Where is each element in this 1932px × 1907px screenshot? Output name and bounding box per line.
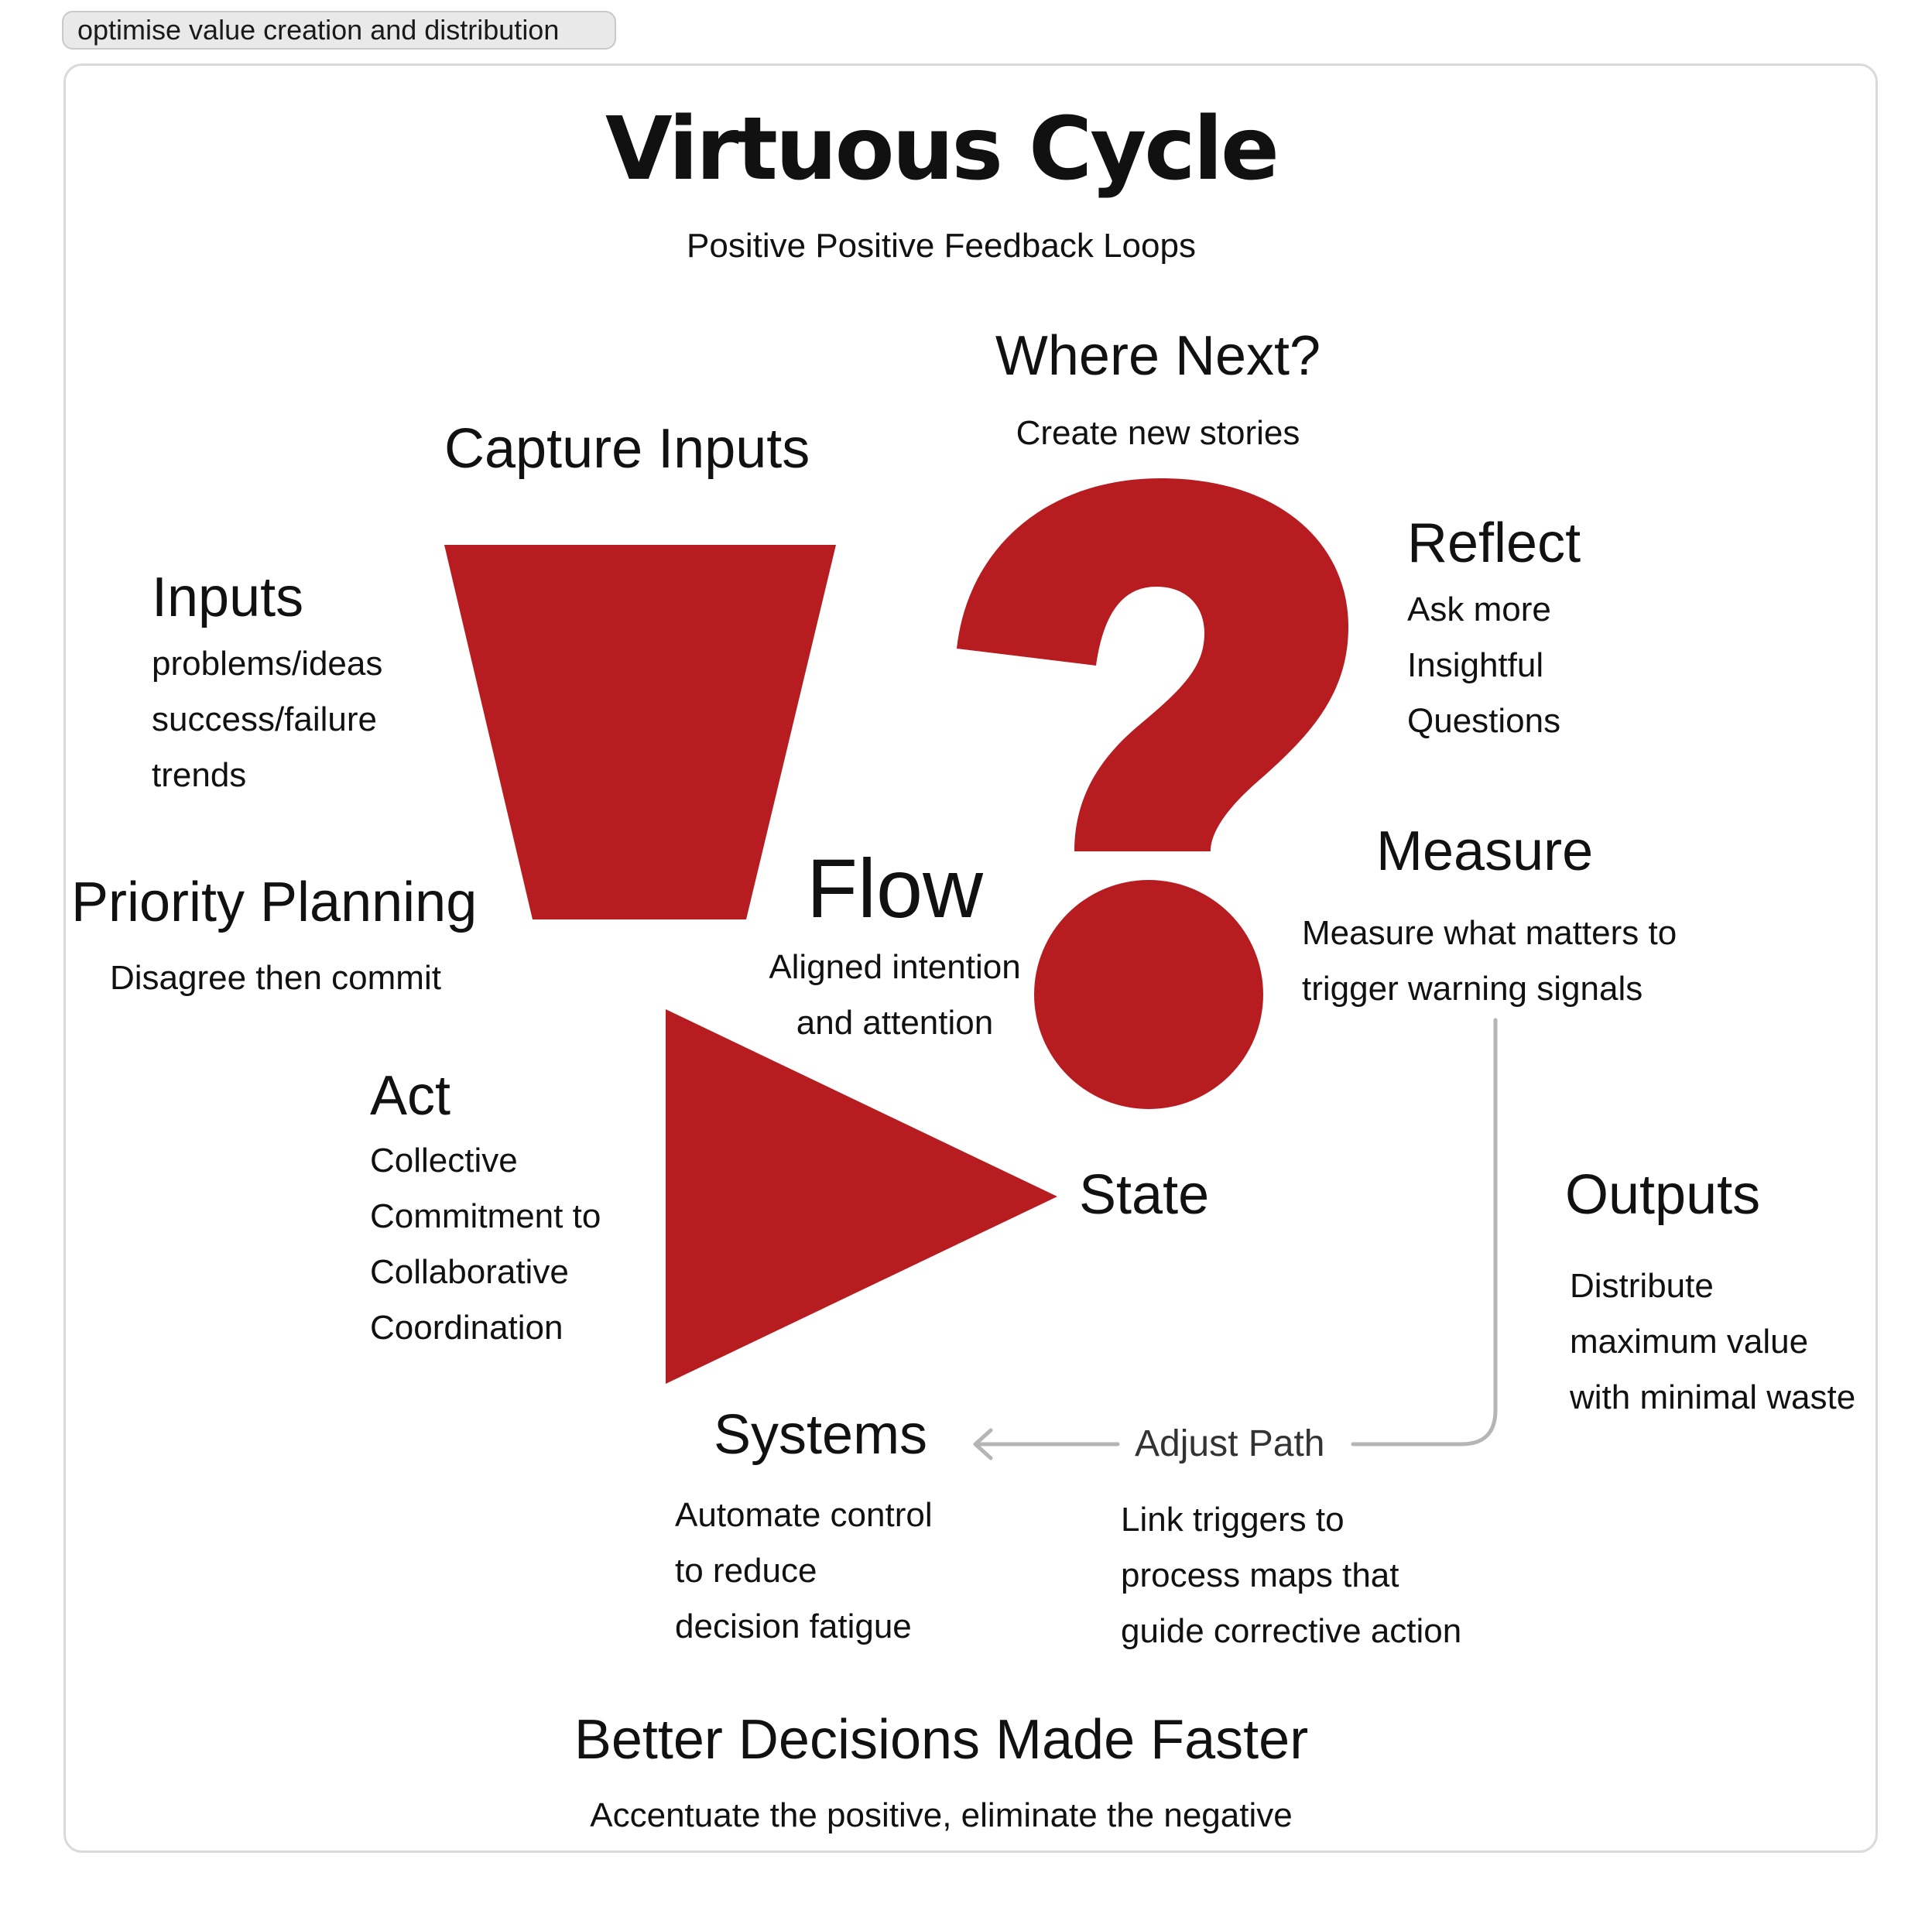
measure-line: Measure what matters to	[1302, 914, 1677, 952]
adjust-path-line: process maps that	[1121, 1556, 1399, 1594]
systems-line: to reduce	[675, 1552, 817, 1590]
act-line: Coordination	[370, 1309, 564, 1347]
act-heading: Act	[370, 1065, 451, 1127]
reflect-heading: Reflect	[1407, 512, 1581, 574]
outputs-line: with minimal waste	[1570, 1378, 1856, 1416]
inputs-line: success/failure	[152, 700, 378, 738]
state-heading: State	[1079, 1164, 1210, 1226]
act-line: Commitment to	[370, 1197, 601, 1235]
diagram-card	[63, 63, 1878, 1853]
flow-heading: Flow	[806, 841, 984, 935]
funnel-icon	[444, 545, 836, 919]
priority-planning-heading: Priority Planning	[71, 871, 478, 933]
arrow-left-icon	[973, 1428, 993, 1460]
question-mark-icon	[957, 478, 1348, 1109]
play-triangle-icon	[666, 1009, 1057, 1384]
inputs-line: problems/ideas	[152, 645, 383, 683]
outputs-line: Distribute	[1570, 1267, 1714, 1305]
adjust-path-heading: Adjust Path	[1135, 1423, 1325, 1464]
diagram-title: Virtuous Cycle	[605, 99, 1279, 200]
outputs-line: maximum value	[1570, 1323, 1809, 1361]
where-next-heading: Where Next?	[995, 325, 1321, 387]
adjust-path-line: Link triggers to	[1121, 1501, 1345, 1539]
tag-button[interactable]: optimise value creation and distribution	[62, 11, 616, 50]
inputs-line: trends	[152, 756, 247, 794]
capture-inputs-heading: Capture Inputs	[444, 418, 810, 480]
adjust-path-line: guide corrective action	[1121, 1612, 1462, 1650]
footer-heading: Better Decisions Made Faster	[574, 1709, 1309, 1771]
flow-line: and attention	[796, 1004, 994, 1042]
measure-heading: Measure	[1376, 820, 1594, 882]
outputs-heading: Outputs	[1565, 1164, 1761, 1226]
where-next-text: Create new stories	[1016, 414, 1300, 452]
flow-line: Aligned intention	[769, 948, 1021, 986]
reflect-line: Questions	[1407, 702, 1561, 740]
systems-line: decision fatigue	[675, 1607, 912, 1645]
reflect-line: Insightful	[1407, 646, 1544, 684]
measure-line: trigger warning signals	[1302, 970, 1643, 1008]
act-line: Collaborative	[370, 1253, 569, 1291]
connector-measure-adjust	[1351, 1018, 1498, 1447]
act-line: Collective	[370, 1142, 518, 1179]
systems-line: Automate control	[675, 1496, 933, 1534]
inputs-heading: Inputs	[152, 567, 304, 628]
footer-text: Accentuate the positive, eliminate the n…	[590, 1796, 1293, 1834]
priority-planning-text: Disagree then commit	[110, 959, 441, 997]
diagram-subtitle: Positive Positive Feedback Loops	[687, 227, 1196, 265]
systems-heading: Systems	[714, 1404, 928, 1466]
reflect-line: Ask more	[1407, 591, 1551, 628]
